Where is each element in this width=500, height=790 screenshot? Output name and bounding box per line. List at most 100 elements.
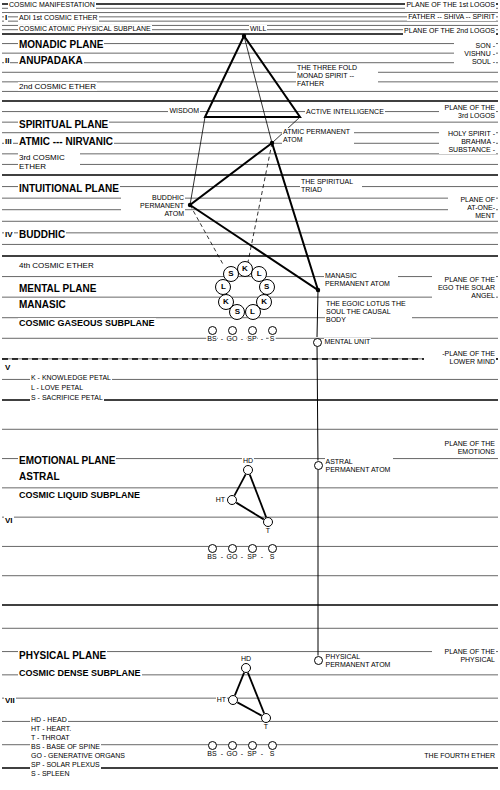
plane-label: INTUITIONAL PLANE (18, 183, 120, 195)
subplane-line (2, 232, 498, 233)
lotus-label: THE EGOIC LOTUS THE SOUL THE CAUSAL BODY (325, 300, 412, 324)
petal-letter: S (260, 280, 274, 294)
lotus-petal: L (245, 304, 261, 320)
petal-letter: S (224, 267, 238, 281)
plane-label: ADI 1st COSMIC ETHER (18, 14, 99, 22)
logos-label: SON - VISHNU - SOUL - (454, 42, 496, 66)
chakra-circle: SP (248, 326, 257, 335)
plane-label: COSMIC GASEOUS SUBPLANE (18, 318, 156, 328)
roman-numeral: V (4, 363, 11, 372)
petal-letter: L (246, 305, 260, 319)
plane-name-label: PLANE OF THE EGO THE SOLAR ANGEL (432, 276, 496, 300)
chakra-circle: SP (248, 544, 257, 553)
plane-label: MENTAL PLANE (18, 283, 97, 295)
subplane-line (2, 429, 498, 430)
plane-name-label: PLANE OF THE EMOTIONS (432, 440, 496, 456)
roman-numeral: III (4, 137, 13, 146)
chakra-circle: HD (241, 663, 251, 673)
roman-numeral: VI (4, 516, 14, 525)
plane-name-label: -PLANE OF THE LOWER MIND (424, 350, 496, 366)
node-label: MENTAL UNIT (324, 338, 372, 346)
plane-label: ASTRAL (18, 471, 61, 483)
chakra-circle: HT (228, 695, 238, 705)
triad-triangle (190, 143, 318, 290)
dash: - (258, 335, 266, 343)
plane-name-label: PLANE OF AT-ONE-MENT (448, 196, 496, 220)
chakra-circle: S (268, 326, 277, 335)
plane-label: 2nd COSMIC ETHER (18, 82, 97, 91)
subplane-line (2, 255, 498, 256)
petal-letter: S (230, 305, 244, 319)
connector-line (234, 474, 245, 495)
node-label: ASTRAL PERMANENT ATOM (325, 458, 393, 474)
subplane-line (2, 628, 498, 629)
plane-label: 4th COSMIC ETHER (18, 261, 95, 270)
plane-label: COSMIC MANIFESTATION (8, 1, 96, 9)
legend-text: HT - HEART. (30, 725, 72, 733)
monad-label: THE THREE FOLD MONAD SPIRIT -- FATHER (296, 64, 378, 88)
subplane-line (2, 297, 498, 298)
triad-label: THE SPIRITUAL TRIAD (300, 178, 362, 194)
subplane-line (2, 487, 498, 488)
vertex-label: WILL (249, 25, 267, 33)
node-label: SP (246, 335, 257, 343)
subplane-line (2, 575, 498, 576)
legend-text: GO - GENERATIVE ORGANS (30, 752, 126, 760)
subplane-line (2, 198, 498, 199)
atom-label: BUDDHIC PERMANENT ATOM (121, 194, 185, 218)
permanent-atom: ASTRAL PERMANENT ATOM (314, 461, 323, 470)
legend-text: S - SACRIFICE PETAL (30, 394, 104, 402)
connector-line (237, 702, 261, 715)
chakra-circle: BS (208, 544, 217, 553)
dash: - (218, 553, 226, 561)
subplane-line (2, 276, 498, 277)
vertex-dot (270, 141, 274, 145)
dashed-line (190, 205, 224, 266)
logos-label: PLANE OF THE 1st LOGOS (405, 1, 496, 9)
subplane-line (2, 100, 498, 101)
node-label: SP (246, 553, 257, 561)
atom-label: ATMIC PERMANENT ATOM (282, 128, 354, 144)
roman-numeral: VII (4, 696, 16, 705)
permanent-atom: PHYSICAL PERMANENT ATOM (314, 656, 323, 665)
subplane-line (2, 132, 498, 133)
dash: - (218, 335, 226, 343)
connector-line (235, 673, 244, 696)
legend-text: L - LOVE PETAL (30, 384, 84, 392)
node-label: GO (226, 553, 239, 561)
node-label: GO (226, 335, 239, 343)
logos-label: PLANE OF THE 3rd LOGOS (439, 104, 496, 120)
dash: - (218, 750, 226, 758)
monad-line (244, 36, 272, 143)
chakra-circle: S (268, 741, 277, 750)
monad-line (190, 117, 205, 205)
dashed-line (248, 143, 272, 262)
chakra-circle: T (263, 517, 273, 527)
atom-label: MANASIC PERMANENT ATOM (324, 272, 398, 288)
subplane-line (2, 174, 498, 175)
connector-line (248, 673, 264, 714)
chakra-circle: HT (227, 495, 237, 505)
monad-triangle (205, 36, 300, 117)
node-label: PHYSICAL PERMANENT ATOM (325, 653, 393, 669)
plane-label: EMOTIONAL PLANE (18, 455, 116, 467)
lotus-petal: K (218, 294, 234, 310)
legend-text: SP - SOLAR PLEXUS (30, 761, 101, 769)
vertex-dot (188, 203, 192, 207)
subplane-line (2, 604, 498, 605)
subplane-line (2, 72, 498, 73)
node-label: BS (206, 750, 217, 758)
roman-numeral: IV (4, 230, 14, 239)
plane-label: ANUPADAKA (18, 55, 84, 67)
legend-text: HD - HEAD (30, 716, 68, 724)
vertex-label: ACTIVE INTELLIGENCE (305, 108, 385, 116)
logos-label: FATHER -- SHIVA -- SPIRIT (407, 13, 496, 21)
node-label: S (269, 750, 276, 758)
dash: - (258, 750, 266, 758)
node-label: HT (216, 696, 227, 704)
node-label: SP (246, 750, 257, 758)
plane-label: COSMIC DENSE SUBPLANE (18, 668, 142, 678)
chakra-circle: BS (208, 326, 217, 335)
plane-label: BUDDHIC (18, 229, 66, 241)
